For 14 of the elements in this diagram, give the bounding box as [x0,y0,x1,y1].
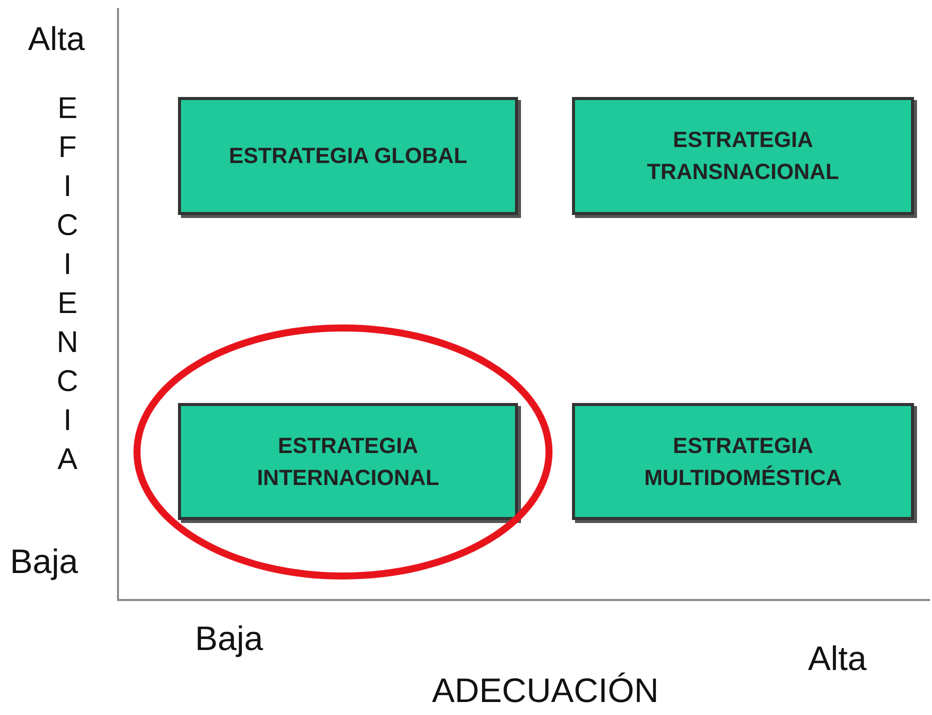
box-text: ESTRATEGIA INTERNACIONAL [256,432,440,492]
strategy-box [178,97,518,215]
box-text: ESTRATEGIA TRANSNACIONAL [646,126,840,186]
axis-label: Baja [195,620,264,659]
axis-title: EFICIENCIA [50,92,84,482]
strategy-box [178,403,518,520]
strategy-box [572,403,914,520]
axis-label: Alta [28,20,85,58]
axis-label: Alta [808,640,867,679]
box-text: ESTRATEGIA MULTIDOMÉSTICA [643,432,843,492]
axis-title: ADECUACIÓN [432,672,659,711]
axis-label: Baja [10,543,78,582]
strategy-box [572,97,914,215]
box-text: ESTRATEGIA GLOBAL [228,142,468,170]
